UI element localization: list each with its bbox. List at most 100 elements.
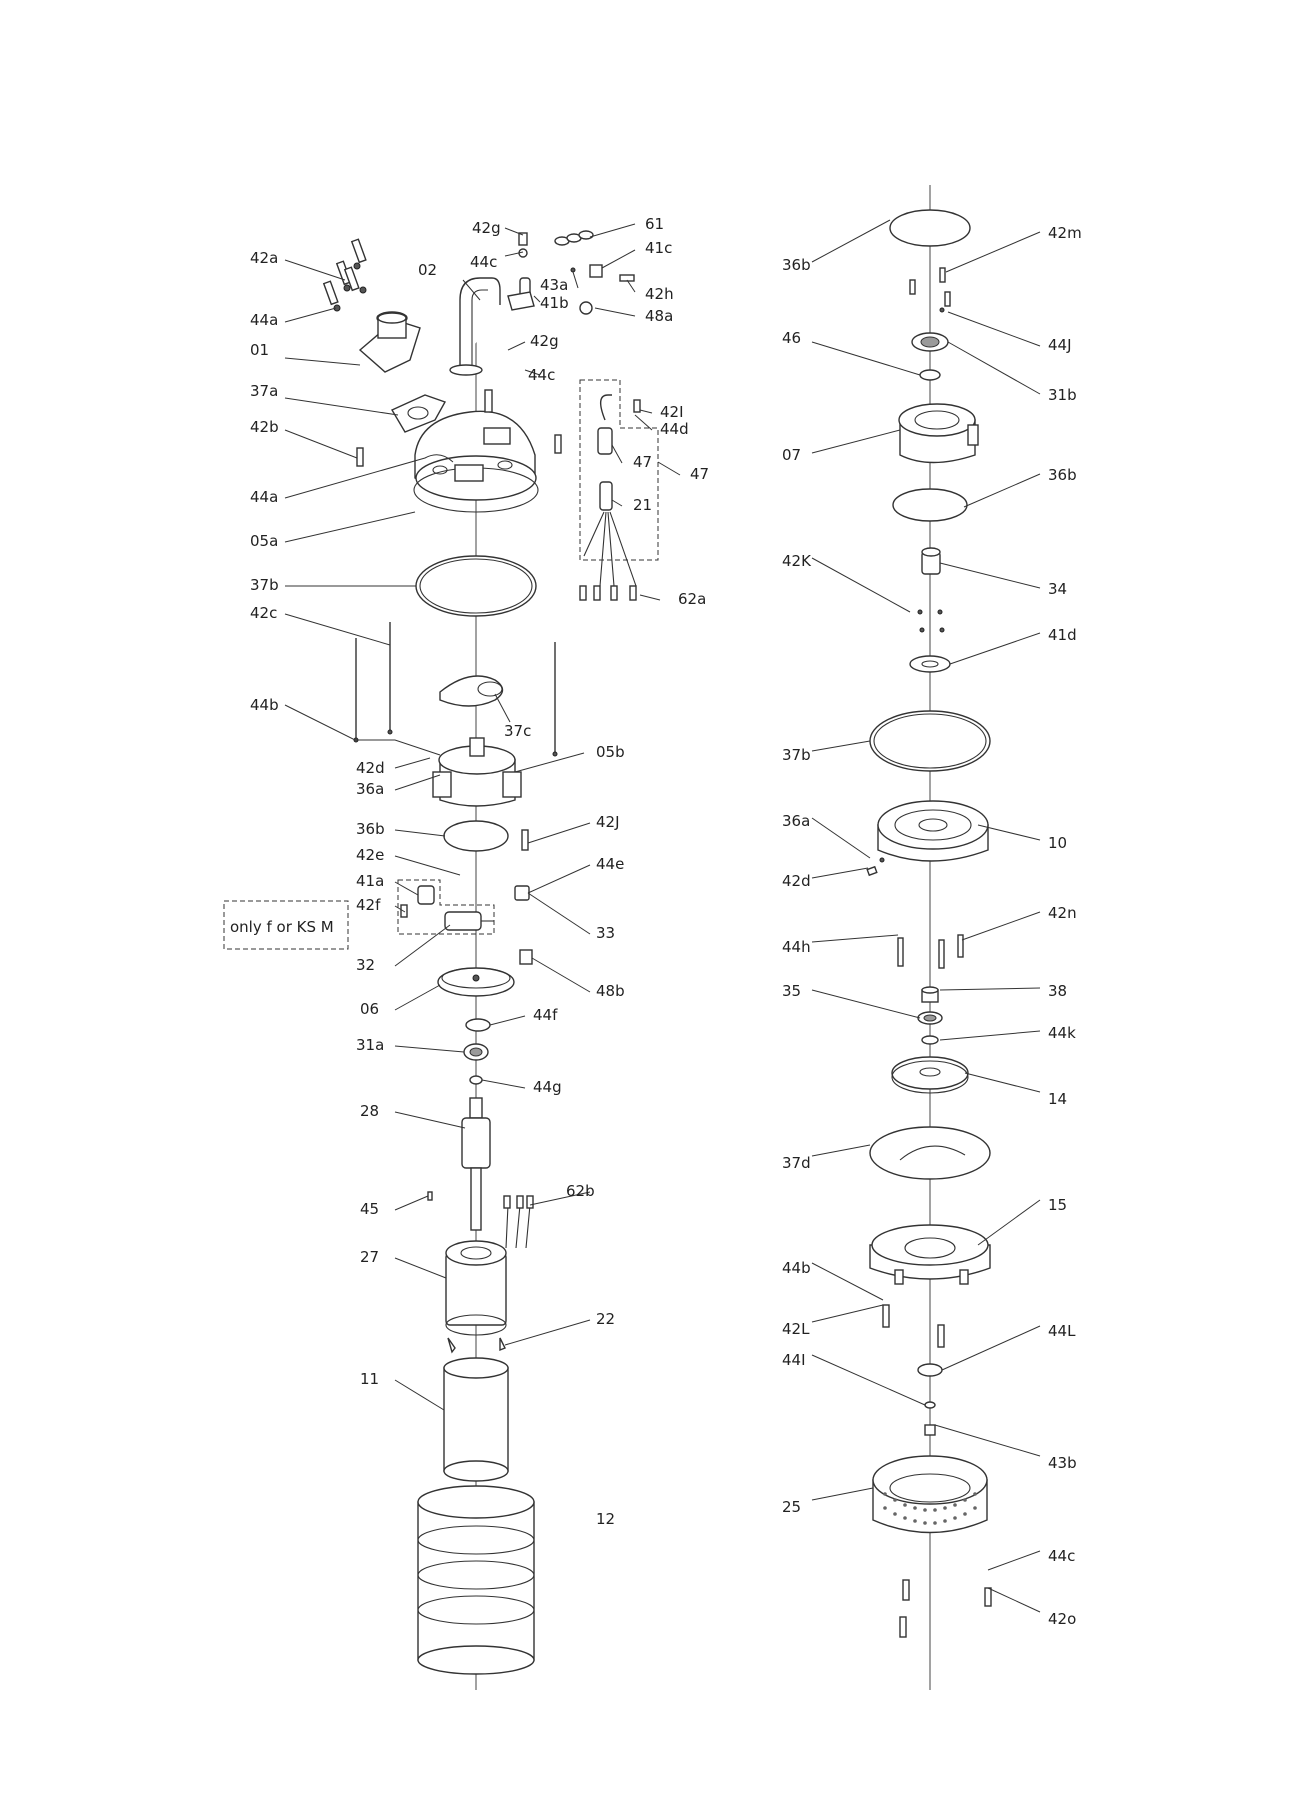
label-45: 45 (360, 1200, 379, 1218)
screws-42K (917, 609, 945, 633)
label-36a: 36a (356, 780, 384, 798)
label-06: 06 (360, 1000, 379, 1018)
label-44J: 44J (1048, 336, 1072, 354)
label-31b: 31b (1048, 386, 1077, 404)
label-05b: 05b (596, 743, 625, 761)
label-21: 21 (633, 496, 652, 514)
label-15: 15 (1048, 1196, 1067, 1214)
label-44b: 44b (250, 696, 279, 714)
label-07: 07 (782, 446, 801, 464)
impeller-14 (891, 1056, 969, 1094)
cable-assembly-47 (579, 379, 659, 601)
label-10: 10 (1048, 834, 1067, 852)
label-25: 25 (782, 1498, 801, 1516)
label-22: 22 (596, 1310, 615, 1328)
label-35: 35 (782, 982, 801, 1000)
label-42e: 42e (356, 846, 384, 864)
label-61: 61 (645, 215, 664, 233)
label-42b: 42b (250, 418, 279, 436)
label-37d: 37d (782, 1154, 811, 1172)
motor-housing-05b (432, 737, 522, 807)
tie-rods-42c (353, 622, 558, 757)
top-cover-05a (356, 389, 562, 513)
capacitor-32 (444, 911, 494, 931)
washer-44I (924, 1401, 936, 1409)
label-42g: 42g (530, 332, 559, 350)
screws-42o (899, 1579, 992, 1638)
rotor-shaft-28 (461, 1097, 491, 1231)
leads-62b (503, 1195, 534, 1249)
leader-lines-left (284, 223, 681, 1411)
screws-42a (322, 238, 367, 312)
leader-lines-right (811, 219, 1041, 1613)
label-43a: 43a (540, 276, 568, 294)
label-44g: 44g (533, 1078, 562, 1096)
label-38: 38 (1048, 982, 1067, 1000)
label-41a: 41a (356, 872, 384, 890)
callout-labels-left: 42a 44a 01 37a 42b 44a 05a 37b 42c 44b 4… (250, 215, 709, 1528)
label-41d: 41d (1048, 626, 1077, 644)
label-32: 32 (356, 956, 375, 974)
outer-casing-12 (417, 1485, 535, 1675)
label-36b-r1: 36b (782, 256, 811, 274)
label-36a-r: 36a (782, 812, 810, 830)
label-05a: 05a (250, 532, 278, 550)
bush-38 (921, 986, 939, 1003)
label-41b: 41b (540, 294, 569, 312)
stator-27 (445, 1240, 507, 1336)
grommet-48b (519, 949, 533, 965)
label-48b: 48b (596, 982, 625, 1000)
label-12: 12 (596, 1510, 615, 1528)
label-37a: 37a (250, 382, 278, 400)
label-42m: 42m (1048, 224, 1082, 242)
gasket-37c (439, 675, 504, 707)
label-48a: 48a (645, 307, 673, 325)
chain-61 (554, 230, 594, 246)
key-45 (427, 1191, 433, 1201)
screws-42m (909, 267, 951, 313)
label-11: 11 (360, 1370, 379, 1388)
label-44c: 44c (528, 366, 555, 384)
o-ring-37b-left (415, 555, 537, 617)
o-ring-37b-left-inner (419, 558, 533, 614)
clips-22 (447, 1337, 506, 1354)
o-ring-37b-right-inner (873, 713, 987, 769)
label-47-inner: 47 (633, 453, 652, 471)
bracket-41a (400, 885, 435, 918)
mechanical-seal-34 (921, 547, 941, 575)
o-ring-36b-right (892, 488, 968, 522)
seal-35 (917, 1011, 943, 1025)
label-42g-top: 42g (472, 219, 501, 237)
oil-chamber-10 (877, 800, 989, 862)
label-27: 27 (360, 1248, 379, 1266)
label-42d: 42d (356, 759, 385, 777)
label-42h: 42h (645, 285, 674, 303)
washer-44L (917, 1363, 943, 1377)
outlet-flange-01 (358, 311, 421, 373)
washer-44g (469, 1075, 483, 1085)
screws-42L (882, 1304, 945, 1348)
label-44k: 44k (1048, 1024, 1076, 1042)
only-for-ksm-text: only f or KS M (230, 918, 334, 936)
label-44f: 44f (533, 1006, 558, 1024)
label-42I: 42I (660, 403, 684, 421)
label-42L: 42L (782, 1320, 810, 1338)
label-44I: 44I (782, 1351, 806, 1369)
plate-41d (909, 655, 951, 673)
label-44b-r: 44b (782, 1259, 811, 1277)
bearing-plate-06 (437, 967, 515, 997)
label-33: 33 (596, 924, 615, 942)
label-42K: 42K (782, 552, 812, 570)
screws-42n (897, 934, 964, 969)
label-42f: 42f (356, 896, 381, 914)
gasket-37d (869, 1126, 991, 1180)
pump-housing-15 (869, 1224, 991, 1285)
label-36b: 36b (356, 820, 385, 838)
label-37b: 37b (250, 576, 279, 594)
washer-44k (921, 1035, 939, 1045)
label-31a: 31a (356, 1036, 384, 1054)
label-37b-r: 37b (782, 746, 811, 764)
label-44c-r: 44c (1048, 1547, 1075, 1565)
strainer-25 (872, 1455, 988, 1534)
label-42o: 42o (1048, 1610, 1076, 1628)
